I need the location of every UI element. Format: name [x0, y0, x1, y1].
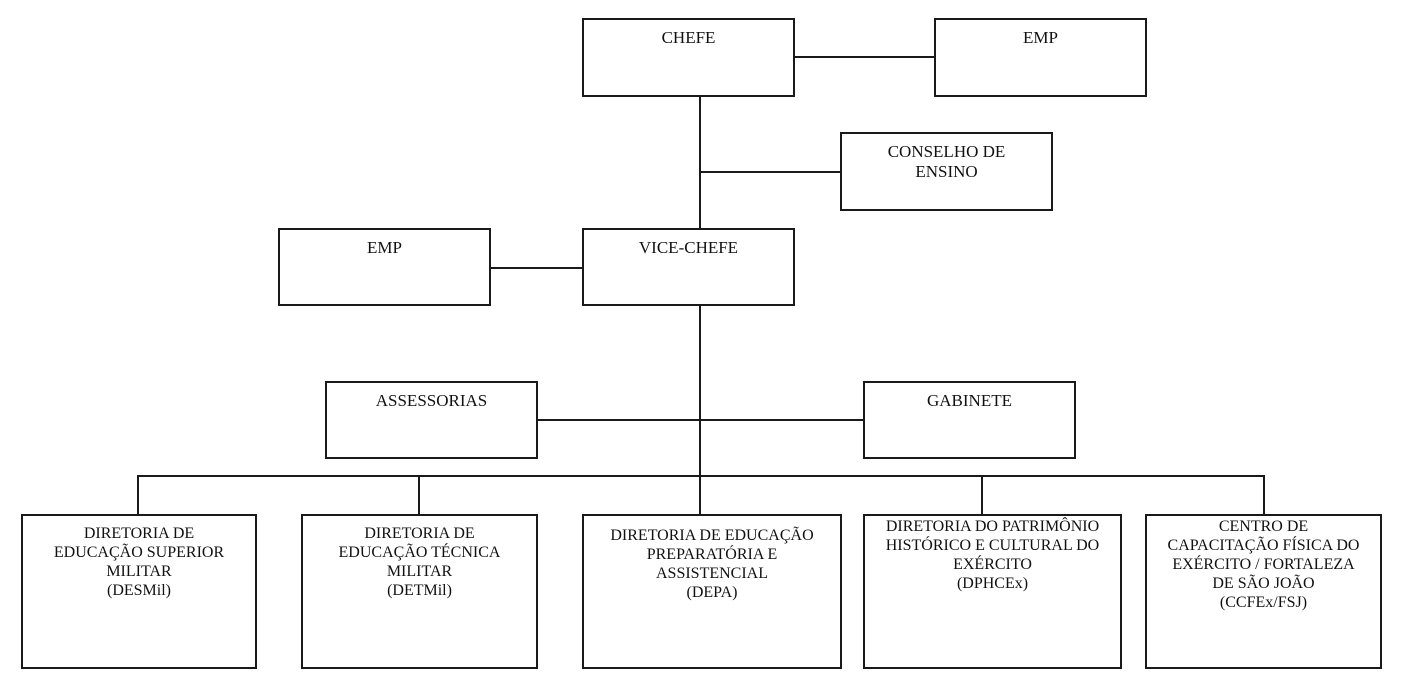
desmil-line-1: DIRETORIA DE	[83, 525, 195, 542]
connector-vice-chefe-emp	[491, 267, 582, 269]
desmil-line-4: (DESMil)	[107, 582, 171, 599]
directorate-desmil-box: DIRETORIA DE EDUCAÇÃO SUPERIOR MILITAR (…	[21, 514, 257, 669]
directorate-dphcex-box: DIRETORIA DO PATRIMÔNIO HISTÓRICO E CULT…	[863, 514, 1122, 669]
directorate-depa-label: DIRETORIA DE EDUCAÇÃO PREPARATÓRIA E ASS…	[584, 516, 840, 602]
conselho-box: CONSELHO DE ENSINO	[840, 132, 1053, 211]
directorate-desmil-label: DIRETORIA DE EDUCAÇÃO SUPERIOR MILITAR (…	[23, 516, 255, 600]
connector-vice-chefe-directorates	[699, 306, 701, 477]
gabinete-box: GABINETE	[863, 381, 1076, 459]
vice-chefe-label: VICE-CHEFE	[584, 230, 793, 258]
ccfex-line-3: EXÉRCITO / FORTALEZA	[1172, 556, 1355, 573]
connector-assessorias-gabinete	[538, 419, 863, 421]
emp-top-line: EMP	[1023, 28, 1058, 47]
dphcex-line-1: DIRETORIA DO PATRIMÔNIO	[885, 518, 1100, 535]
connector-drop-desmil	[137, 475, 139, 514]
connector-drop-detmil	[418, 475, 420, 514]
conselho-label: CONSELHO DE ENSINO	[842, 134, 1051, 182]
chefe-box: CHEFE	[582, 18, 795, 97]
connector-drop-depa	[699, 475, 701, 514]
emp-top-label: EMP	[936, 20, 1145, 48]
directorate-dphcex-label: DIRETORIA DO PATRIMÔNIO HISTÓRICO E CULT…	[865, 516, 1120, 593]
detmil-line-4: (DETMil)	[387, 582, 452, 599]
assessorias-label: ASSESSORIAS	[327, 383, 536, 411]
dphcex-line-4: (DPHCEx)	[956, 575, 1029, 592]
connector-drop-dphcex	[981, 475, 983, 514]
gabinete-label: GABINETE	[865, 383, 1074, 411]
vice-chefe-box: VICE-CHEFE	[582, 228, 795, 306]
connector-chefe-emp	[795, 56, 934, 58]
dphcex-line-2: HISTÓRICO E CULTURAL DO	[885, 537, 1100, 554]
detmil-line-1: DIRETORIA DE	[364, 525, 475, 542]
directorate-detmil-label: DIRETORIA DE EDUCAÇÃO TÉCNICA MILITAR (D…	[303, 516, 536, 600]
gabinete-line: GABINETE	[927, 391, 1012, 410]
depa-line-1: DIRETORIA DE EDUCAÇÃO	[610, 527, 814, 544]
connector-directorates-bus	[137, 475, 1265, 477]
conselho-line-1: CONSELHO DE	[887, 142, 1006, 161]
emp-left-box: EMP	[278, 228, 491, 306]
depa-line-2: PREPARATÓRIA E	[646, 546, 778, 563]
assessorias-box: ASSESSORIAS	[325, 381, 538, 459]
emp-left-label: EMP	[280, 230, 489, 258]
connector-conselho	[700, 171, 840, 173]
chefe-line: CHEFE	[661, 28, 716, 47]
dphcex-line-3: EXÉRCITO	[953, 556, 1032, 573]
ccfex-line-1: CENTRO DE	[1218, 518, 1309, 535]
detmil-line-3: MILITAR	[386, 563, 453, 580]
depa-line-3: ASSISTENCIAL	[655, 565, 768, 582]
ccfex-line-4: DE SÃO JOÃO	[1212, 575, 1315, 592]
detmil-line-2: EDUCAÇÃO TÉCNICA	[338, 544, 501, 561]
connector-chefe-vice-chefe	[699, 97, 701, 228]
emp-left-line: EMP	[367, 238, 402, 257]
emp-top-box: EMP	[934, 18, 1147, 97]
desmil-line-2: EDUCAÇÃO SUPERIOR	[53, 544, 225, 561]
desmil-line-3: MILITAR	[106, 563, 172, 580]
conselho-line-2: ENSINO	[915, 162, 978, 181]
directorate-ccfex-box: CENTRO DE CAPACITAÇÃO FÍSICA DO EXÉRCITO…	[1145, 514, 1382, 669]
ccfex-line-2: CAPACITAÇÃO FÍSICA DO	[1167, 537, 1360, 554]
vice-chefe-line: VICE-CHEFE	[638, 238, 739, 257]
assessorias-line: ASSESSORIAS	[375, 391, 488, 410]
chefe-label: CHEFE	[584, 20, 793, 48]
directorate-depa-box: DIRETORIA DE EDUCAÇÃO PREPARATÓRIA E ASS…	[582, 514, 842, 669]
depa-line-4: (DEPA)	[686, 584, 738, 601]
directorate-ccfex-label: CENTRO DE CAPACITAÇÃO FÍSICA DO EXÉRCITO…	[1147, 516, 1380, 612]
directorate-detmil-box: DIRETORIA DE EDUCAÇÃO TÉCNICA MILITAR (D…	[301, 514, 538, 669]
ccfex-line-5: (CCFEx/FSJ)	[1219, 594, 1308, 611]
connector-drop-ccfex	[1263, 475, 1265, 514]
